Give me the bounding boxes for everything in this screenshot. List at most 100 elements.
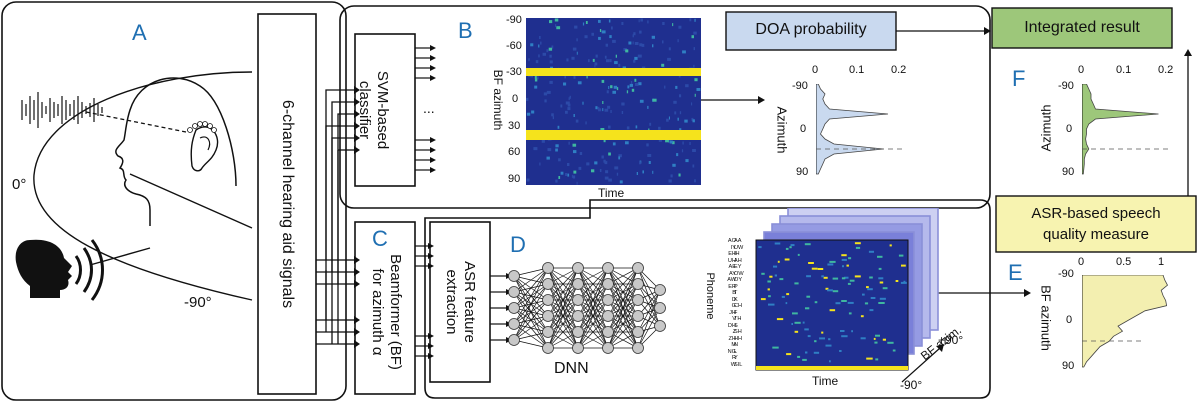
dnn-node [572, 310, 584, 322]
heatmap-cell [576, 51, 578, 55]
integrated-title: Integrated result [1024, 19, 1140, 36]
heatmap-cell [567, 163, 570, 166]
heatmap-cell [673, 100, 677, 104]
beamformer-line1: Beamformer (BF) [387, 254, 404, 370]
e-ylabel: BF azimuth [1038, 285, 1054, 351]
asr-feature-box [429, 221, 491, 383]
dnn-edge [607, 299, 639, 349]
heatmap-cell [591, 169, 595, 173]
phoneme-label: UW [734, 244, 744, 251]
dnn-edge [637, 289, 661, 349]
phoneme-label: SH [734, 329, 742, 335]
heatmap-cell [630, 81, 633, 84]
heatmap-cell [621, 111, 624, 114]
heatmap-cell [619, 180, 623, 184]
heatmap-cell [526, 178, 530, 182]
phoneme-stack [755, 208, 939, 371]
heatmap-cell [647, 20, 649, 24]
phoneme-activation [761, 272, 765, 275]
heatmap-cell [538, 54, 540, 58]
heatmap-cell [602, 101, 604, 104]
phoneme-activation [827, 289, 833, 292]
heatmap-cell [647, 154, 652, 157]
phoneme-activation [813, 351, 820, 354]
heatmap-cell [696, 88, 701, 91]
asr-quality-curve [1082, 275, 1169, 368]
phoneme-label: AE [728, 264, 736, 270]
heatmap-cell [567, 103, 571, 107]
phoneme-activation [805, 307, 810, 310]
phoneme-label: V [732, 316, 736, 322]
heatmap-cell [681, 149, 684, 153]
f-ylabel: Azimuth [1038, 104, 1054, 152]
heatmap-noise [526, 18, 701, 185]
phoneme-activation [827, 263, 834, 266]
heatmap-cell [578, 166, 582, 170]
phoneme-activation [878, 267, 882, 270]
heatmap-hot-row-2 [526, 130, 701, 140]
heatmap-cell [638, 82, 642, 86]
heatmap-cell [627, 85, 630, 89]
heatmap-cell [614, 166, 619, 170]
phoneme-activation [758, 246, 762, 249]
heatmap-cell [691, 117, 694, 121]
heatmap-cell [649, 122, 652, 126]
doa-ytick-0: -90 [792, 80, 808, 92]
heatmap-cell [546, 156, 550, 160]
heatmap-cell [602, 108, 604, 112]
dnn-edge [637, 267, 661, 327]
dnn-node [572, 278, 584, 290]
dnn-edge [577, 267, 609, 317]
phoneme-activation [848, 312, 852, 315]
heatmap-cell [556, 26, 561, 30]
heatmap-cell [546, 49, 549, 53]
phoneme-label: OW [734, 270, 744, 277]
heatmap-cell [555, 179, 558, 183]
phoneme-activation [774, 242, 781, 245]
heatmap-cell [612, 90, 616, 94]
heatmap-ytick-5: 60 [508, 146, 521, 158]
dnn-node [542, 262, 554, 274]
phoneme-activation [862, 293, 865, 296]
dnn-node [602, 262, 614, 274]
phoneme-activation [878, 302, 885, 304]
heatmap-cell [612, 142, 616, 146]
heatmap-cell [664, 85, 666, 89]
phoneme-label: ZH [728, 335, 736, 342]
stack-top-label: +90° [938, 333, 964, 347]
heatmap-cell [531, 110, 535, 114]
phoneme-activation [789, 246, 792, 249]
heatmap-cell [537, 76, 539, 80]
heatmap-cell [628, 41, 632, 45]
phoneme-activation [779, 278, 784, 281]
heatmap-cell [567, 173, 570, 177]
phoneme-label: EH [728, 251, 736, 257]
heatmap-cell [566, 58, 569, 62]
dnn-node [632, 262, 644, 274]
heatmap-cell [586, 162, 590, 166]
phoneme-activation [785, 247, 789, 250]
phoneme-activation [768, 303, 775, 306]
dnn-edge [547, 267, 579, 317]
phoneme-activation [851, 330, 853, 333]
dnn-node [508, 302, 520, 314]
panel-letter-b: B [458, 18, 473, 43]
heatmap-cell [564, 75, 566, 79]
dnn-node [542, 310, 554, 322]
heatmap-cell [599, 29, 602, 32]
heatmap-xlabel: Time [598, 186, 625, 200]
dnn-edge [513, 267, 549, 325]
phoneme-label: F [734, 309, 738, 316]
dnn-edge [577, 283, 609, 349]
doa-xtick-2: 0.2 [891, 64, 907, 76]
integrated-curve [1082, 84, 1159, 175]
panel-letter-c: C [372, 226, 388, 251]
asr-quality-line2: quality measure [1043, 226, 1149, 243]
dnn-edge [577, 299, 609, 349]
heatmap-cell [610, 110, 612, 113]
phoneme-activation [878, 277, 884, 280]
phoneme-label: G [731, 303, 736, 309]
phoneme-label: B [732, 290, 736, 296]
heatmap-cell [573, 150, 577, 154]
heatmap-cell [691, 102, 693, 106]
